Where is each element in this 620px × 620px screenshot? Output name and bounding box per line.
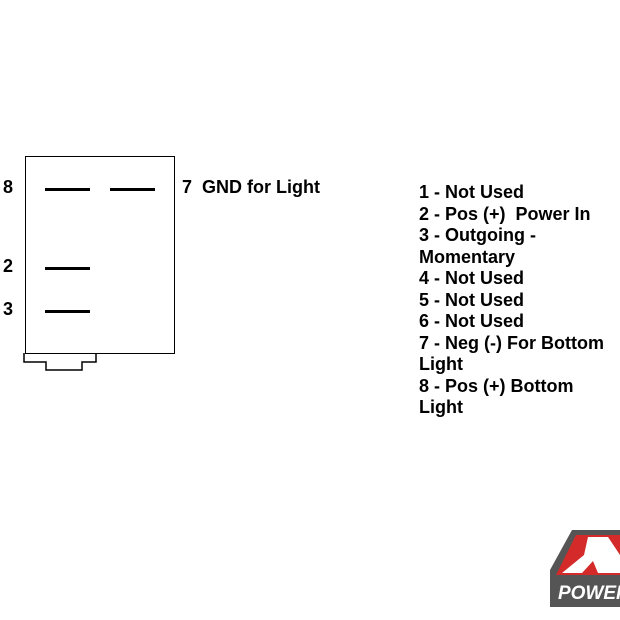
legend-item: 1 - Not Used [419, 182, 525, 202]
pin-8-terminal [45, 188, 90, 191]
legend-item: 8 - Pos (+) Bottom Light [419, 375, 579, 418]
pin-3-terminal [45, 310, 90, 313]
switch-body [25, 156, 175, 354]
legend-item: 6 - Not Used [419, 311, 525, 331]
pin-2-terminal [45, 267, 90, 270]
legend-item: 5 - Not Used [419, 289, 525, 310]
pin-7-terminal [110, 188, 155, 191]
legend-item: 7 - Neg (-) For Bottom Light [419, 332, 609, 375]
logo-text: POWER [558, 583, 620, 604]
pin-8-label: 8 [3, 177, 14, 197]
pin-legend: 1 - Not Used 2 - Pos (+) Power In 3 - Ou… [419, 182, 617, 419]
pin-3-label: 3 [3, 299, 14, 319]
legend-item: 4 - Not Used [419, 268, 525, 288]
pin-7-label: 7 GND for Light [182, 177, 320, 197]
pin-2-label: 2 [3, 256, 14, 276]
brand-logo: POWER [550, 530, 620, 607]
switch-tab [23, 353, 97, 371]
legend-item: 2 - Pos (+) Power In [419, 203, 591, 224]
legend-item: 3 - Outgoing - Momentary [419, 225, 541, 267]
